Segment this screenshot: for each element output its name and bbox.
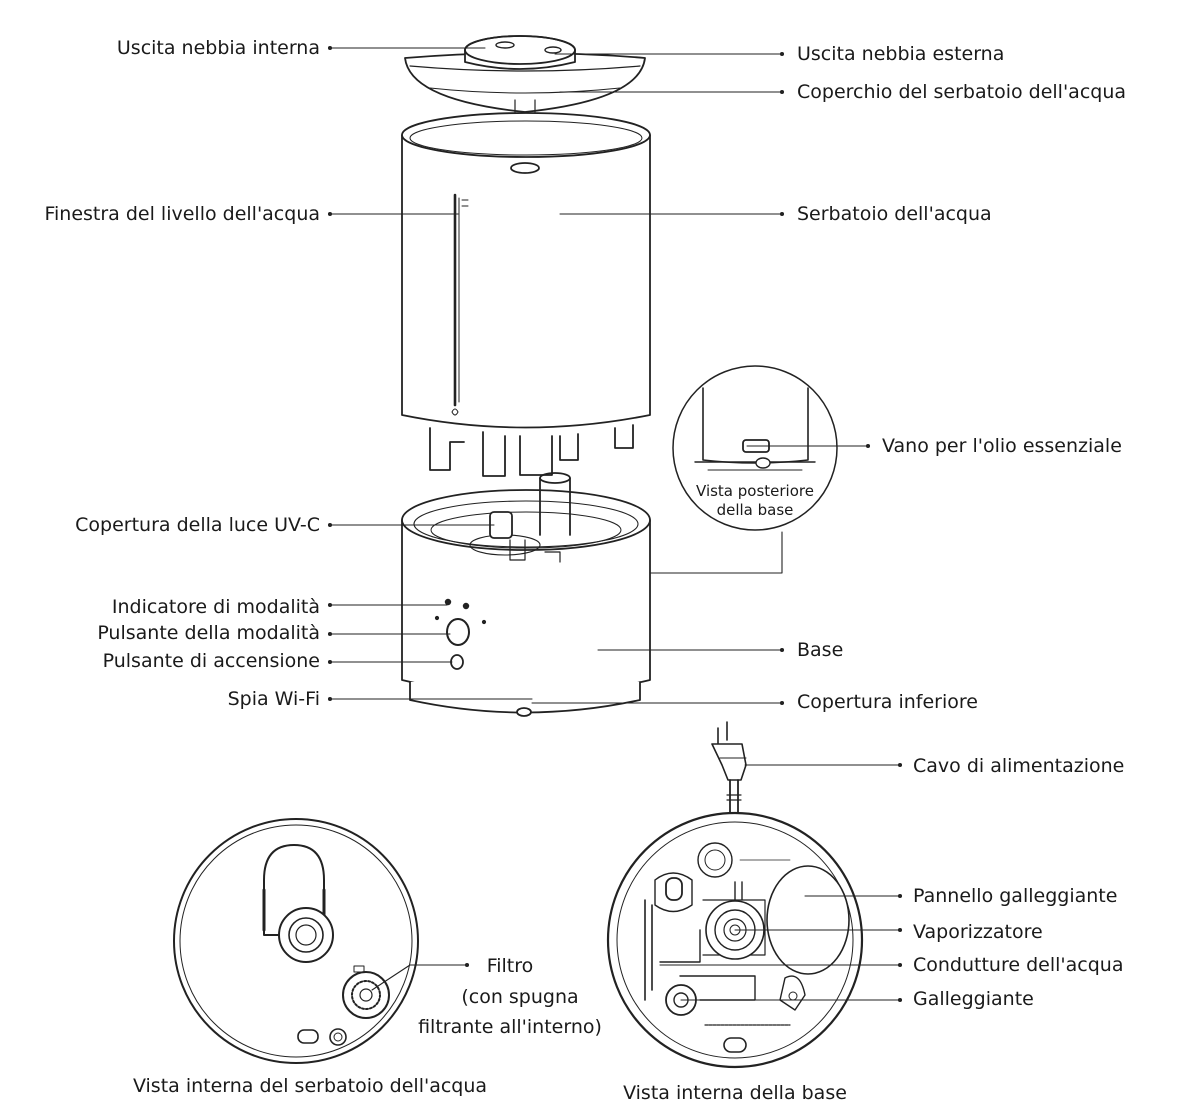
label-inner-mist-outlet: Uscita nebbia interna	[116, 37, 320, 59]
label-atomizer: Vaporizzatore	[913, 921, 1043, 943]
tank-lid-drawing	[404, 35, 646, 113]
water-tank-drawing	[401, 112, 651, 477]
label-uvc-light-cover: Copertura della luce UV-C	[75, 514, 320, 536]
label-base-rear-view-2: della base	[716, 501, 794, 519]
label-tank-inside-view: Vista interna del serbatoio dell'acqua	[132, 1075, 488, 1097]
label-mode-button: Pulsante della modalità	[97, 622, 320, 644]
label-float-panel: Pannello galleggiante	[913, 885, 1118, 907]
label-base: Base	[797, 639, 844, 661]
label-essential-oil-compartment: Vano per l'olio essenziale	[882, 435, 1122, 457]
label-water-tank: Serbatoio dell'acqua	[797, 203, 992, 225]
leader-lines	[327, 45, 903, 1003]
base-rear-view-drawing	[672, 365, 838, 531]
label-outer-mist-outlet: Uscita nebbia esterna	[797, 43, 1005, 65]
label-filter-1: Filtro	[486, 955, 534, 977]
tank-inside-view-drawing	[173, 818, 419, 1064]
label-filter-3: filtrante all'interno)	[418, 1016, 602, 1038]
label-float: Galleggiante	[913, 988, 1034, 1010]
label-wifi-light: Spia Wi-Fi	[227, 688, 320, 710]
base-drawing	[401, 472, 651, 717]
power-cord-drawing	[711, 721, 747, 813]
label-power-cord: Cavo di alimentazione	[913, 755, 1125, 777]
base-inside-view-drawing	[606, 811, 864, 1069]
label-mode-indicator: Indicatore di modalità	[111, 596, 320, 618]
label-tank-lid: Coperchio del serbatoio dell'acqua	[797, 81, 1127, 103]
label-filter-2: (con spugna	[461, 986, 579, 1008]
label-power-button: Pulsante di accensione	[102, 650, 320, 672]
label-water-ducts: Condutture dell'acqua	[913, 954, 1124, 976]
label-bottom-cover: Copertura inferiore	[797, 691, 978, 713]
label-water-level-window: Finestra del livello dell'acqua	[44, 203, 320, 225]
label-base-inside-view: Vista interna della base	[623, 1082, 847, 1104]
label-base-rear-view-1: Vista posteriore	[696, 482, 814, 500]
